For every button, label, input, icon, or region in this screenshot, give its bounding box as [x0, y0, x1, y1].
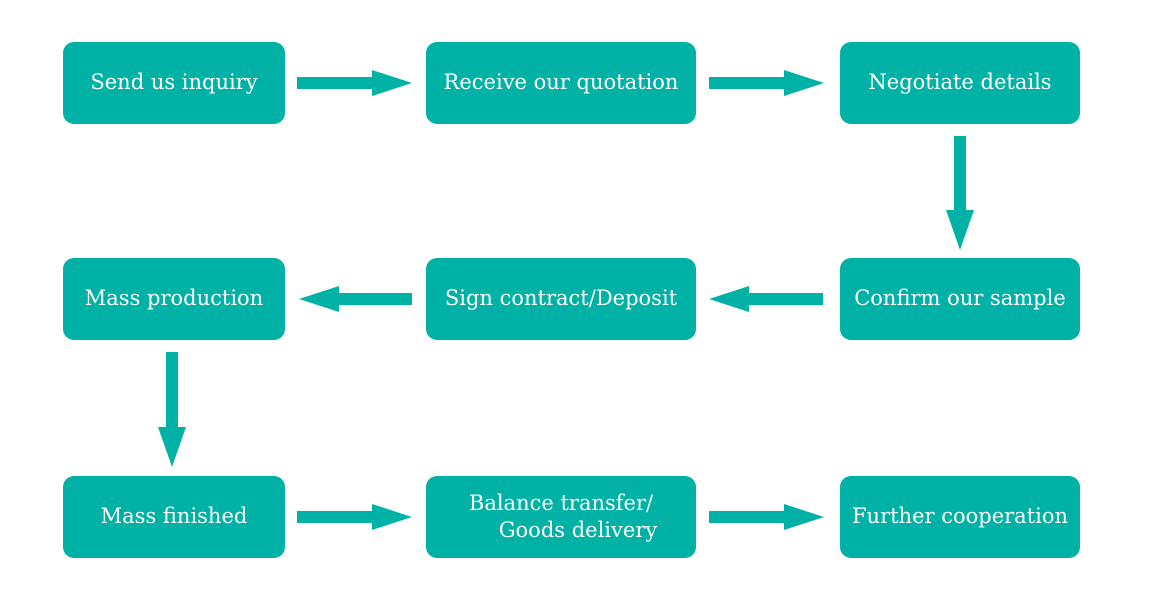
arrow-right-finished-to-delivery [297, 504, 412, 530]
step-sign-contract: Sign contract/Deposit [426, 258, 696, 340]
arrow-down-negotiate-to-confirm [946, 136, 974, 250]
step-confirm-sample: Confirm our sample [840, 258, 1080, 340]
step-label: Receive our quotation [443, 70, 679, 95]
step-label: Sign contract/Deposit [444, 286, 678, 311]
step-further-cooperation: Further cooperation [840, 476, 1080, 558]
step-balance-delivery: Balance transfer/ Goods delivery [426, 476, 696, 558]
step-label-line-1: Balance transfer/ [468, 490, 654, 515]
step-receive-quotation: Receive our quotation [426, 42, 696, 124]
step-label: Mass finished [100, 504, 248, 529]
step-mass-finished: Mass finished [63, 476, 285, 558]
step-send-inquiry: Send us inquiry [63, 42, 285, 124]
arrow-right-quotation-to-negotiate [709, 70, 824, 96]
step-label: Further cooperation [851, 504, 1069, 529]
arrow-left-confirm-to-sign [709, 286, 823, 312]
step-label: Balance transfer/ Goods delivery [465, 490, 657, 545]
step-label: Mass production [84, 286, 264, 311]
arrow-right-delivery-to-cooperation [709, 504, 824, 530]
arrow-left-sign-to-mass-production [299, 286, 412, 312]
arrow-down-production-to-finished [158, 352, 186, 467]
arrow-right-inquiry-to-quotation [297, 70, 412, 96]
step-negotiate-details: Negotiate details [840, 42, 1080, 124]
step-label: Confirm our sample [854, 286, 1066, 311]
step-label: Negotiate details [868, 70, 1052, 95]
step-label-line-2: Goods delivery [498, 518, 658, 542]
step-label: Send us inquiry [90, 70, 258, 95]
step-mass-production: Mass production [63, 258, 285, 340]
